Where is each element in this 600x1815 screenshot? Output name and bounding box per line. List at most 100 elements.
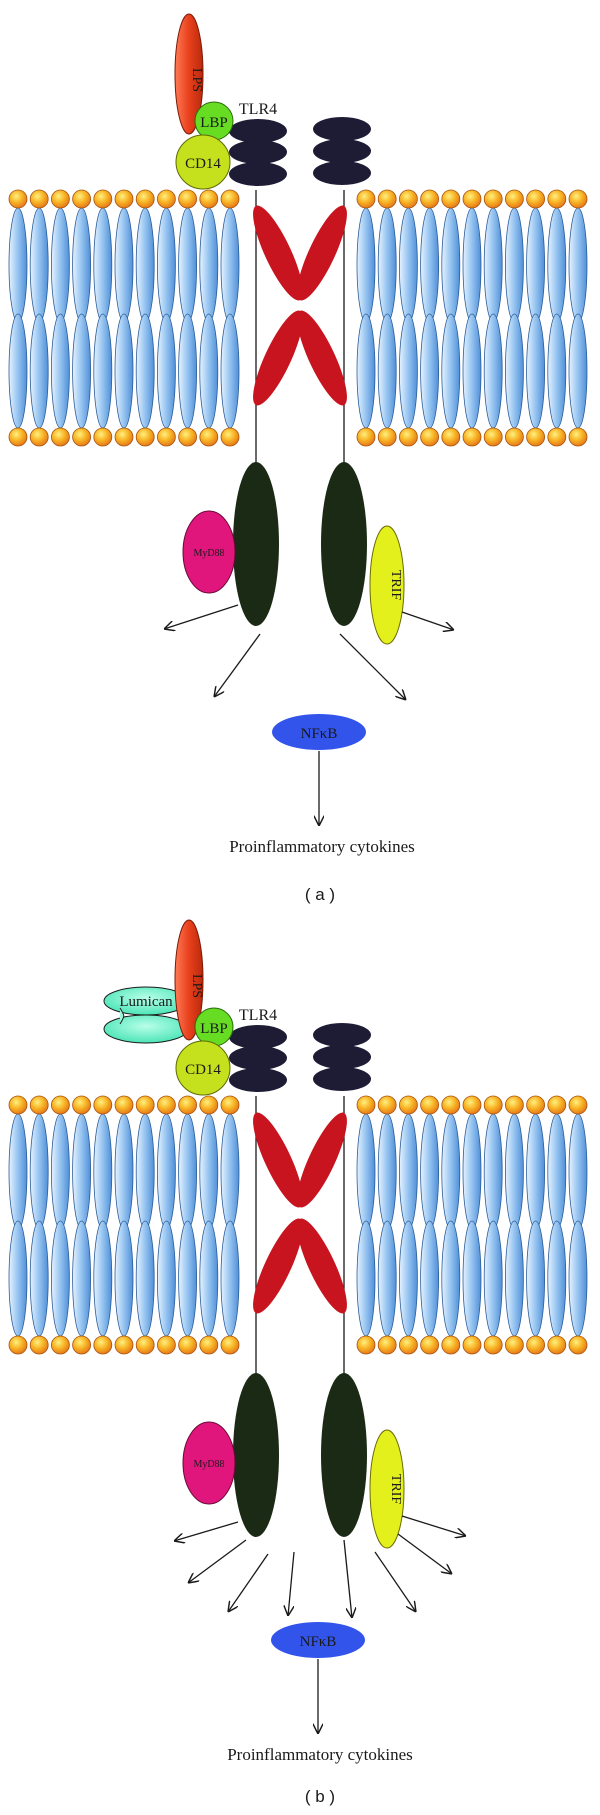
lipid-tail — [8, 313, 28, 429]
lipid-tail — [114, 1220, 134, 1337]
lipid-tail — [8, 1113, 28, 1230]
lipid-head — [29, 427, 49, 447]
lipid-tail — [441, 313, 461, 429]
lipid-head — [462, 1095, 482, 1115]
lipid-tail — [220, 313, 240, 429]
lipid-tail — [8, 207, 28, 323]
tlr4-ectodomain-left — [229, 119, 287, 186]
lipid-head — [526, 189, 545, 209]
trif-label: TRIF — [388, 1474, 403, 1505]
lipid-tail — [8, 1220, 28, 1337]
lipid-head — [356, 1095, 376, 1115]
lipid-tail — [114, 207, 134, 323]
lipid-tail — [398, 1113, 418, 1230]
lipid-head — [220, 427, 240, 447]
lps — [174, 13, 204, 135]
lipid-head — [114, 1335, 134, 1355]
lipid-head — [220, 1095, 240, 1115]
cd14-label: CD14 — [185, 1062, 221, 1078]
lipid-tail — [462, 207, 482, 323]
lipid-tail — [178, 207, 198, 323]
lipid-tail — [483, 1220, 503, 1337]
lipid-tail — [199, 313, 219, 429]
lipid-head — [178, 189, 198, 209]
lipid-tail — [220, 1113, 240, 1230]
lipid-head — [526, 1095, 545, 1115]
lipid-tail — [29, 313, 49, 429]
membrane-left — [8, 1095, 240, 1355]
lipid-tail — [220, 1220, 240, 1337]
lipid-tail — [51, 207, 70, 323]
lipid-tail — [398, 1220, 418, 1337]
lipid-tail — [547, 1113, 567, 1230]
lipid-tail — [377, 1220, 397, 1337]
lipid-tail — [72, 207, 91, 323]
nfkb-label: NFκB — [300, 1634, 337, 1650]
lipid-tail — [398, 207, 418, 323]
lipid-head — [135, 189, 155, 209]
lipid-tail — [462, 313, 482, 429]
lipid-head — [483, 189, 503, 209]
lps — [174, 919, 204, 1041]
lipid-head — [441, 1335, 461, 1355]
lipid-head — [199, 1335, 219, 1355]
lipid-head — [72, 427, 91, 447]
lipid-head — [568, 189, 588, 209]
lipid-head — [114, 189, 134, 209]
lipid-head — [72, 189, 91, 209]
lipid-tail — [420, 313, 440, 429]
lipid-tail — [547, 313, 567, 429]
lipid-tail — [547, 207, 567, 323]
lipid-head — [377, 1335, 397, 1355]
lipid-head — [356, 1335, 376, 1355]
lipid-tail — [356, 1113, 376, 1230]
panel-a-caption: ( a ) — [305, 885, 335, 904]
membrane-left — [8, 189, 240, 447]
tlr4-ectodomain-left — [229, 1025, 287, 1092]
panel-b-caption: ( b ) — [305, 1787, 335, 1806]
lipid-head — [462, 189, 482, 209]
lipid-head — [420, 1095, 440, 1115]
tir-domain-left — [233, 1373, 279, 1537]
membrane-right — [356, 1095, 588, 1355]
lipid-head — [72, 1335, 91, 1355]
lps-label: LPS — [189, 974, 204, 998]
lipid-tail — [93, 207, 113, 323]
lipid-head — [135, 427, 155, 447]
lipid-head — [8, 189, 28, 209]
lipid-tail — [568, 313, 588, 429]
lipid-tail — [526, 207, 545, 323]
lipid-tail — [568, 1220, 588, 1337]
lipid-head — [441, 189, 461, 209]
lipid-head — [505, 1335, 524, 1355]
lipid-head — [441, 427, 461, 447]
lipid-tail — [93, 1113, 113, 1230]
lipid-tail — [462, 1220, 482, 1337]
lipid-tail — [377, 207, 397, 323]
lipid-tail — [114, 1113, 134, 1230]
myd88 — [182, 1421, 236, 1505]
lipid-tail — [156, 1113, 176, 1230]
lipid-head — [178, 427, 198, 447]
lipid-tail — [135, 313, 155, 429]
lipid-head — [8, 427, 28, 447]
lipid-tail — [178, 1113, 198, 1230]
lipid-head — [93, 1335, 113, 1355]
signal-arrow — [214, 633, 261, 697]
lipid-head — [51, 189, 70, 209]
lipid-tail — [156, 207, 176, 323]
lipid-tail — [178, 313, 198, 429]
lipid-head — [420, 1335, 440, 1355]
lipid-tail — [199, 1113, 219, 1230]
lipid-head — [398, 427, 418, 447]
lipid-head — [568, 1335, 588, 1355]
tlr4-transmembrane-left — [253, 205, 303, 406]
lipid-tail — [72, 313, 91, 429]
lipid-head — [547, 189, 567, 209]
lipid-tail — [220, 207, 240, 323]
lipid-head — [441, 1095, 461, 1115]
lipid-head — [114, 427, 134, 447]
cytokines-label: Proinflammatory cytokines — [227, 1745, 413, 1764]
lipid-head — [29, 189, 49, 209]
